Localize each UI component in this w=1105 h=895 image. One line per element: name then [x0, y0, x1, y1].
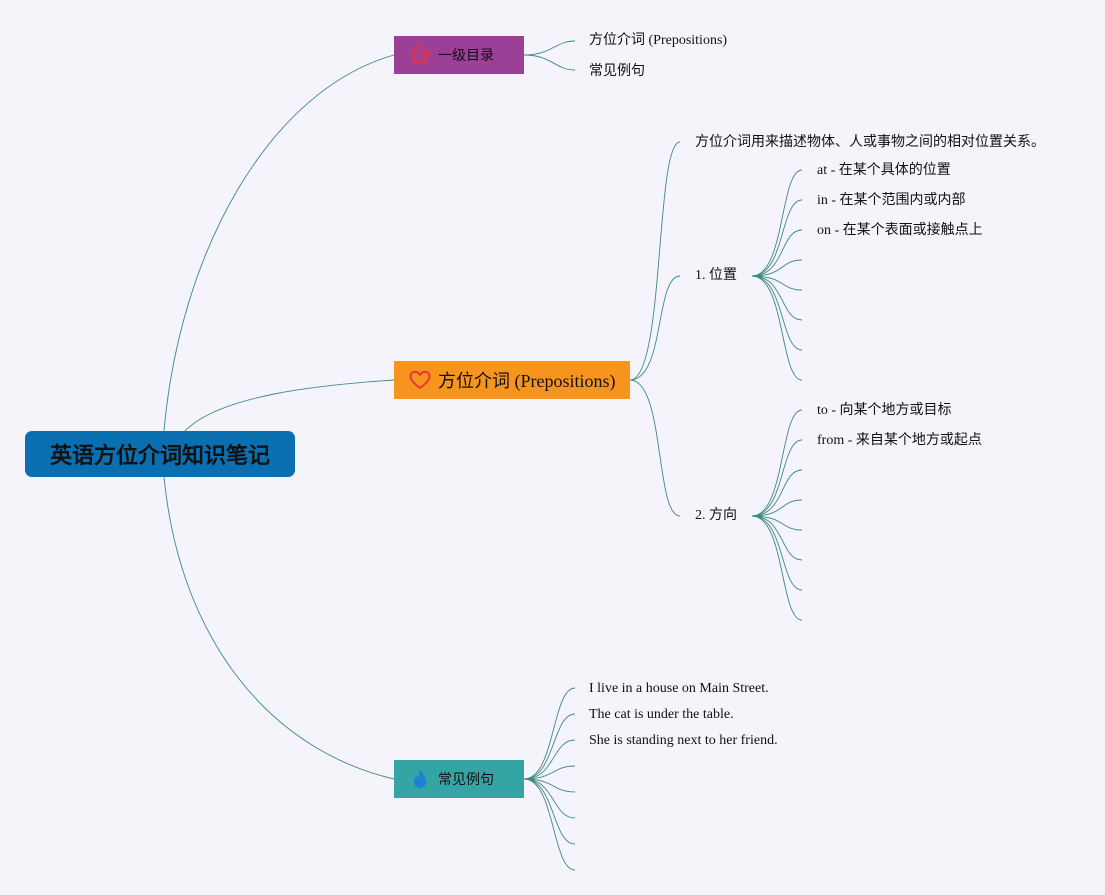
list-item[interactable]: at - 在某个具体的位置: [817, 163, 951, 178]
example-sentence[interactable]: I live in a house on Main Street.: [589, 681, 769, 696]
toc-item[interactable]: 方位介词 (Prepositions): [589, 33, 728, 48]
list-item[interactable]: from - 来自某个地方或起点: [817, 433, 982, 448]
topic-label: 一级目录: [438, 48, 494, 64]
topic-node-examples[interactable]: 常见例句: [394, 760, 524, 798]
topic-label: 方位介词 (Prepositions): [438, 371, 616, 391]
section-node-direction[interactable]: 2. 方向: [695, 508, 737, 524]
heart-icon: [409, 370, 431, 389]
list-item[interactable]: to - 向某个地方或目标: [817, 403, 952, 418]
root-node[interactable]: 英语方位介词知识笔记: [25, 431, 295, 477]
section-node-position[interactable]: 1. 位置: [695, 268, 737, 284]
description-text[interactable]: 方位介词用来描述物体、人或事物之间的相对位置关系。: [695, 134, 1045, 150]
topic-node-toc[interactable]: 一级目录: [394, 36, 524, 74]
example-sentence[interactable]: She is standing next to her friend.: [589, 733, 778, 748]
star-icon: [409, 44, 431, 65]
topic-node-prepositions[interactable]: 方位介词 (Prepositions): [394, 361, 630, 399]
topic-label: 常见例句: [438, 772, 494, 788]
list-item[interactable]: in - 在某个范围内或内部: [817, 193, 966, 208]
example-sentence[interactable]: The cat is under the table.: [589, 707, 734, 722]
toc-item[interactable]: 常见例句: [589, 63, 645, 79]
section-label: 2. 方向: [695, 508, 737, 523]
list-item[interactable]: on - 在某个表面或接触点上: [817, 223, 983, 238]
root-label: 英语方位介词知识笔记: [49, 444, 270, 469]
section-label: 1. 位置: [695, 268, 737, 283]
flame-icon: [413, 769, 427, 788]
